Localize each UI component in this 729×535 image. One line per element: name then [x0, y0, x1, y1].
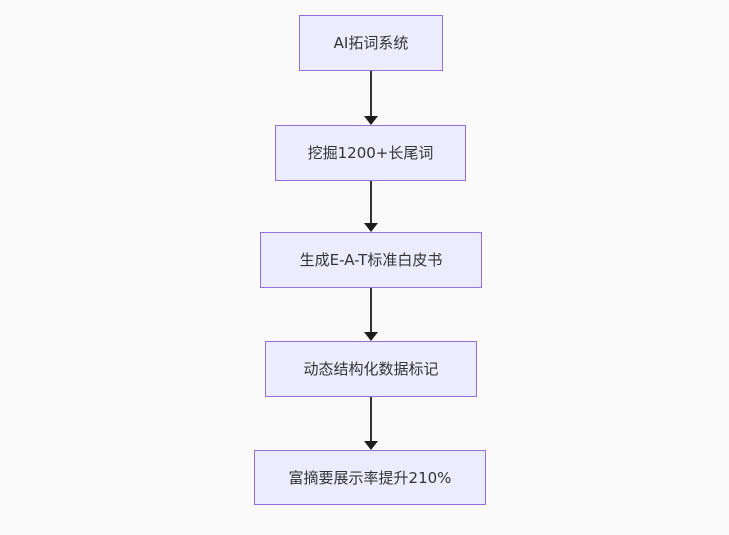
arrow-shaft — [370, 71, 372, 116]
node-label: 生成E-A-T标准白皮书 — [299, 251, 443, 269]
flow-node-rich-snippet-rate-increase: 富摘要展示率提升210% — [254, 450, 486, 505]
flow-node-generate-eat-whitepaper: 生成E-A-T标准白皮书 — [260, 232, 482, 288]
node-label: 富摘要展示率提升210% — [288, 468, 452, 487]
flow-arrow-4 — [364, 397, 378, 450]
arrow-shaft — [370, 181, 372, 223]
arrow-shaft — [370, 288, 372, 332]
arrow-shaft — [370, 397, 372, 441]
node-label: 动态结构化数据标记 — [303, 360, 439, 378]
arrowhead-down-icon — [364, 116, 378, 125]
flow-arrow-1 — [364, 71, 378, 125]
arrowhead-down-icon — [364, 441, 378, 450]
flow-arrow-3 — [364, 288, 378, 341]
arrowhead-down-icon — [364, 223, 378, 232]
flow-node-ai-word-expansion-system: AI拓词系统 — [299, 15, 443, 71]
flow-node-dynamic-structured-data-markup: 动态结构化数据标记 — [265, 341, 477, 397]
node-label: 挖掘1200+长尾词 — [307, 144, 434, 162]
arrowhead-down-icon — [364, 332, 378, 341]
node-label: AI拓词系统 — [333, 34, 409, 52]
flow-arrow-2 — [364, 181, 378, 232]
flow-node-mine-longtail-keywords: 挖掘1200+长尾词 — [275, 125, 466, 181]
